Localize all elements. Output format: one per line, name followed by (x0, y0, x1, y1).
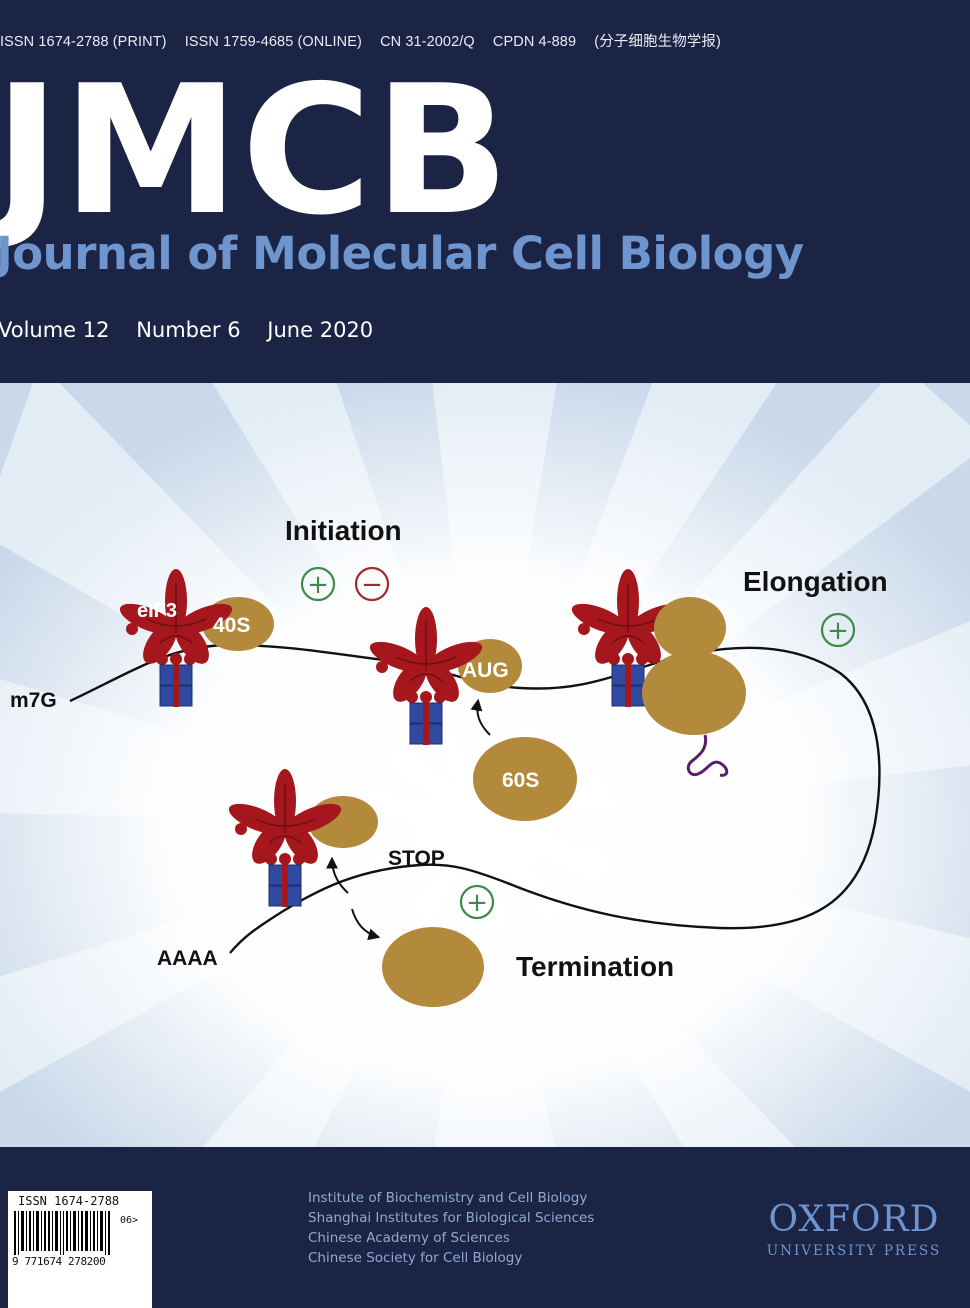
chinese-title: (分子细胞生物学报) (594, 34, 721, 50)
initiation-label: Initiation (285, 515, 402, 546)
cover-footer: ISSN 1674-2788 (0, 1147, 970, 1308)
publisher-name: OXFORD (768, 1199, 940, 1240)
40s-label: 40S (213, 614, 250, 637)
elongation-plus-icon: + (820, 612, 856, 648)
initiation-plus-icon: + (300, 566, 336, 602)
institution-4: Chinese Society for Cell Biology (308, 1250, 523, 1266)
volume-label: Volume 12 (0, 318, 110, 342)
released-ribosome (382, 927, 484, 1007)
number-label: Number 6 (136, 318, 241, 342)
institution-list: Institute of Biochemistry and Cell Biolo… (308, 1188, 594, 1268)
polya-label: AAAA (157, 947, 218, 970)
termination-plus-icon: + (459, 884, 495, 920)
journal-abbreviation: JMCB (0, 47, 512, 254)
issn-online: ISSN 1759-4685 (ONLINE) (184, 34, 362, 50)
svg-text:+: + (466, 888, 488, 918)
svg-text:+: + (307, 570, 329, 600)
terminating-complex (224, 768, 381, 941)
institution-1: Institute of Biochemistry and Cell Biolo… (308, 1190, 588, 1206)
institution-3: Chinese Academy of Sciences (308, 1230, 510, 1246)
termination-label: Termination (516, 951, 674, 982)
60s-subunit: 60S (470, 698, 577, 821)
svg-text:+: + (827, 616, 849, 646)
eif3-label: eIF3 (137, 600, 177, 622)
cap-label: m7G (10, 689, 57, 712)
stop-codon-label: STOP (388, 847, 445, 870)
cover-illustration: Initiation Elongation Termination m7G AA… (0, 383, 970, 1147)
journal-name: Journal of Molecular Cell Biology (0, 227, 804, 280)
issn-line: ISSN 1674-2788 (PRINT) ISSN 1759-4685 (O… (0, 30, 735, 51)
initiation-minus-icon: − (354, 566, 390, 602)
issue-line: Volume 12 Number 6 June 2020 (0, 318, 393, 342)
cpdn-number: CPDN 4-889 (492, 34, 577, 50)
publisher-subtitle: UNIVERSITY PRESS (766, 1243, 942, 1259)
barcode-bars (14, 1211, 110, 1255)
cn-number: CN 31-2002/Q (380, 34, 475, 50)
scanning-aug-complex: AUG (365, 606, 522, 746)
date-label: June 2020 (267, 318, 374, 342)
svg-text:−: − (361, 570, 383, 600)
mrna-strand (69, 643, 881, 954)
nascent-peptide (686, 734, 729, 777)
barcode-issn: ISSN 1674-2788 (18, 1194, 120, 1208)
cover-header: ISSN 1674-2788 (PRINT) ISSN 1759-4685 (O… (0, 0, 970, 383)
aug-label: AUG (462, 659, 509, 682)
barcode: ISSN 1674-2788 (8, 1191, 152, 1308)
60s-label: 60S (502, 769, 539, 792)
institution-2: Shanghai Institutes for Biological Scien… (308, 1210, 595, 1226)
barcode-suffix: 06> (120, 1215, 139, 1226)
elongation-label: Elongation (743, 566, 888, 597)
publisher-logo: OXFORD UNIVERSITY PRESS (756, 1199, 952, 1260)
initiation-40s-complex: eIF3 40S (115, 568, 274, 708)
barcode-digits: 9 771674 278200 (12, 1255, 106, 1268)
issn-print: ISSN 1674-2788 (PRINT) (0, 34, 167, 50)
elongating-ribosome (567, 568, 746, 777)
